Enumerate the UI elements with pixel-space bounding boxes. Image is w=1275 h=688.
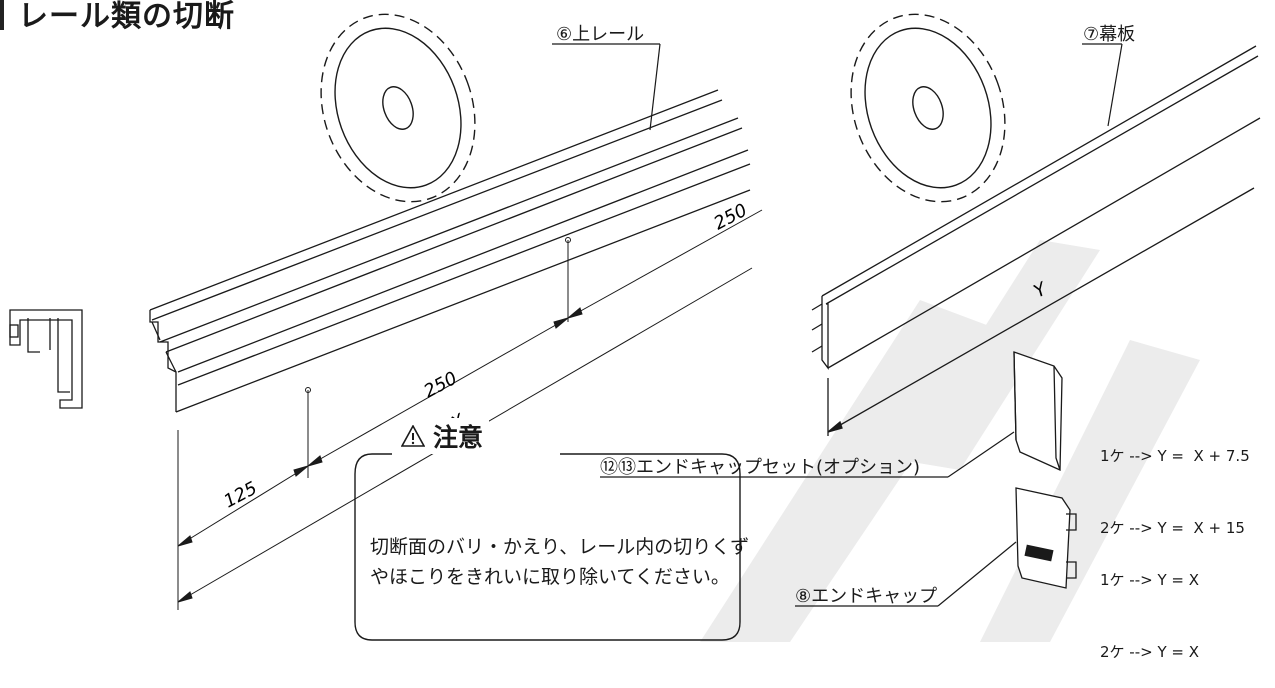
section-title-text: レール類の切断 (18, 0, 235, 34)
endcap-formulas: 1ケ --> Y = X 2ケ --> Y = X (1100, 520, 1199, 688)
fascia-board (811, 45, 1261, 436)
caution-heading: 注意 (395, 418, 490, 454)
caution-frame (354, 453, 741, 641)
formula-line: 1ケ --> Y = X + 7.5 (1100, 447, 1250, 465)
saw-blade-icon (850, 13, 1006, 203)
fascia-label: ⑦幕板 (1083, 24, 1136, 45)
caution-title: 注意 (433, 423, 484, 452)
caution-body: 切断面のバリ・かえり、レール内の切りくずやほこりをきれいに取り除いてください。 (370, 536, 750, 588)
endcap-label: ⑧エンドキャップ (795, 586, 938, 607)
endcap-set-formulas: 1ケ --> Y = X + 7.5 2ケ --> Y = X + 15 (1100, 396, 1250, 564)
upper-rail-label: ⑥上レール (556, 24, 645, 45)
formula-line: 2ケ --> Y = X (1100, 643, 1200, 661)
leader-lines (552, 43, 1123, 607)
warning-icon (401, 425, 425, 447)
rail-profile-icon (9, 309, 83, 409)
dim-250-top: 250 (710, 200, 750, 235)
endcap-set-label: ⑫⑬エンドキャップセット(オプション) (600, 457, 921, 478)
endcap (1015, 487, 1077, 589)
formula-line: 1ケ --> Y = X (1100, 571, 1200, 589)
formula-line: 2ケ --> Y = X + 15 (1100, 519, 1245, 537)
title-bar (0, 0, 4, 30)
endcap-set (1013, 351, 1063, 471)
dim-250-mid: 250 (420, 368, 460, 403)
upper-rail (149, 89, 751, 413)
cutting-diagram: 250 250 125 X Y (9, 13, 1261, 642)
section-title: レール類の切断 (0, 0, 235, 34)
saw-blade-icon (320, 13, 476, 203)
